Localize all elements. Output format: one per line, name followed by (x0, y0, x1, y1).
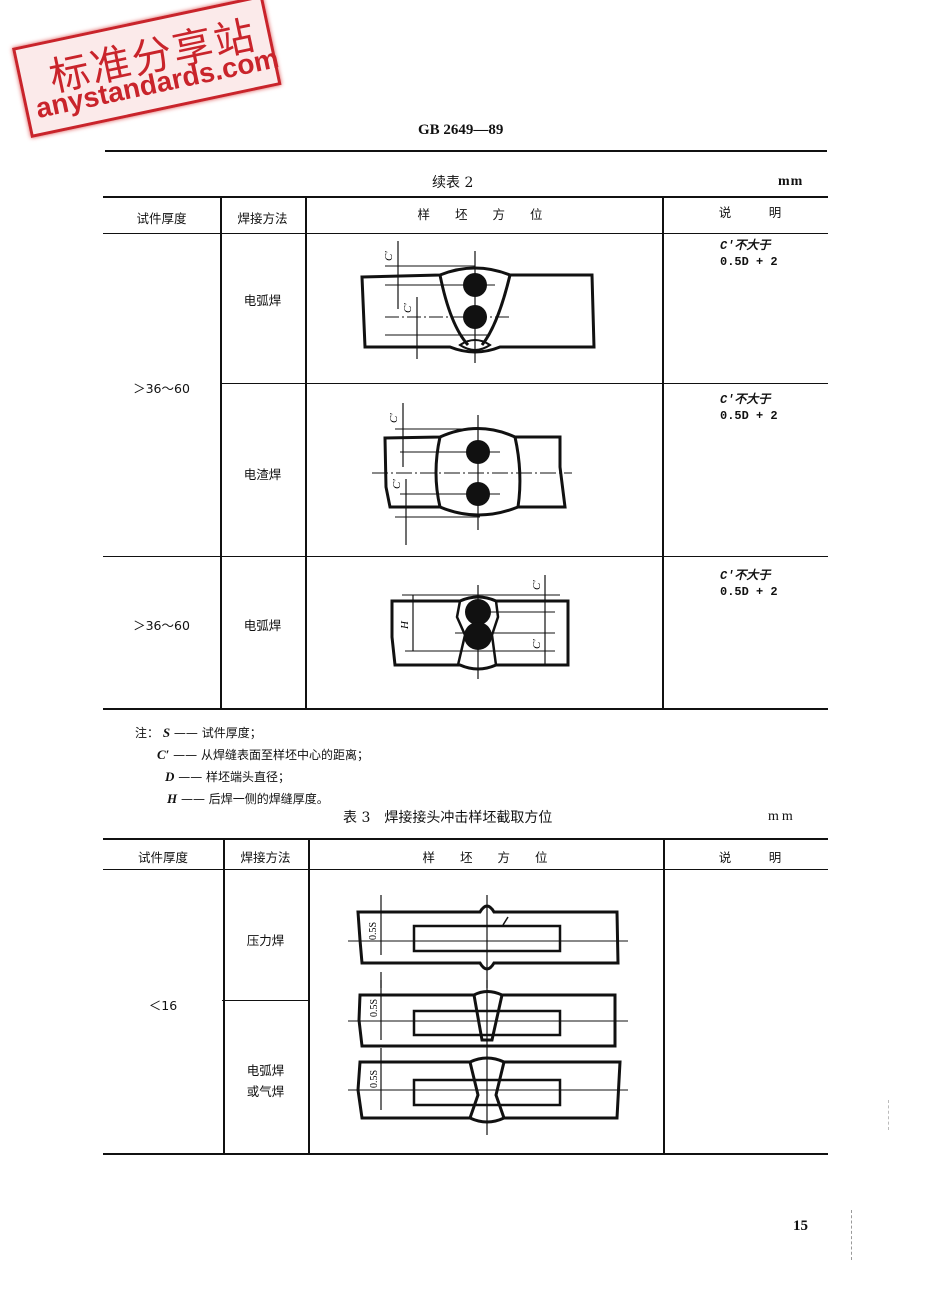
svg-text:C′: C′ (388, 413, 400, 423)
pressure-weld-diagram: 0.5S (348, 895, 628, 988)
svg-text:C′: C′ (391, 479, 403, 489)
table3-bottom-rule (103, 1153, 828, 1155)
table2-col-method: 焊接方法 (237, 211, 288, 226)
note-text: —— 后焊一侧的焊缝厚度。 (180, 792, 329, 806)
note-text: —— 从焊缝表面至样坯中心的距离； (173, 748, 369, 762)
method-line: 或气焊 (246, 1084, 285, 1099)
notes-block: 注： S —— 试件厚度； C′ —— 从焊缝表面至样坯中心的距离； D —— … (135, 722, 369, 810)
table3-col-divider-1 (223, 838, 225, 1153)
table3-row1-rule (222, 1000, 308, 1002)
table2-col-description: 说 明 (718, 205, 782, 220)
table2-method-row2: 电渣焊 (243, 467, 282, 482)
table2-col-divider-1 (220, 196, 222, 708)
watermark-stamp: 标准分享站 anystandards.com (12, 0, 282, 138)
svg-text:H: H (399, 620, 411, 630)
table3-top-rule (103, 838, 828, 840)
table3-caption: 表 3 焊接接头冲击样坯截取方位 (343, 810, 553, 826)
note-text: —— 试件厚度； (173, 726, 262, 740)
arc-weld-h-diagram: H C′ C′ (390, 575, 570, 679)
table3-unit: mm (768, 809, 796, 824)
electroslag-weld-diagram: C′ C′ (372, 403, 572, 545)
note-symbol: C′ (157, 747, 170, 762)
table3-method-row1: 压力焊 (246, 933, 285, 948)
table2-unit: mm (778, 174, 804, 189)
table2-row1-rule (220, 383, 828, 385)
table3-col-method: 焊接方法 (240, 850, 291, 865)
note-item: 注： S —— 试件厚度； (135, 722, 369, 744)
table2-col-divider-3 (662, 196, 664, 708)
standard-code: GB 2649—89 (418, 122, 504, 138)
note-item: H —— 后焊一侧的焊缝厚度。 (135, 788, 369, 810)
svg-text:0.5S: 0.5S (368, 922, 379, 940)
arc-weld-diagram-1: C′ C′ (360, 241, 596, 363)
note-symbol: H (167, 791, 178, 806)
note-line: 0.5D + 2 (720, 409, 778, 423)
table3-col-divider-3 (663, 838, 665, 1153)
notes-prefix: 注： (135, 726, 160, 740)
table2-method-row1: 电弧焊 (243, 293, 282, 308)
table2-header-rule (103, 233, 828, 235)
svg-text:C′: C′ (531, 639, 543, 649)
table2-col-divider-2 (305, 196, 307, 708)
svg-text:0.5S: 0.5S (369, 1070, 380, 1088)
note-symbol: D (165, 769, 175, 784)
note-line: C′不大于 (720, 393, 771, 407)
svg-text:C′: C′ (531, 580, 543, 590)
header-rule (105, 150, 827, 152)
note-line: 0.5D + 2 (720, 585, 778, 599)
table2-top-rule (103, 196, 828, 198)
table3-col-thickness: 试件厚度 (137, 850, 188, 865)
table2-bottom-rule (103, 708, 828, 710)
table2-col-thickness: 试件厚度 (136, 211, 187, 226)
note-line: 0.5D + 2 (720, 255, 778, 269)
table2-thickness-rows-1-2: ＞36～60 (133, 381, 190, 396)
table2-caption: 续表 2 (432, 175, 474, 191)
table3-method-row2: 电弧焊 或气焊 (223, 1060, 308, 1102)
table2-thickness-row3: ＞36～60 (133, 618, 190, 633)
table2-note-row3: C′不大于 0.5D + 2 (720, 568, 778, 600)
note-item: D —— 样坯端头直径； (135, 766, 369, 788)
table3-col-description: 说 明 (718, 850, 782, 865)
note-symbol: S (162, 725, 171, 740)
svg-text:C′: C′ (402, 303, 414, 313)
svg-text:0.5S: 0.5S (369, 999, 380, 1017)
scan-artifact-line (851, 1210, 853, 1260)
note-line: C′不大于 (720, 569, 771, 583)
note-item: C′ —— 从焊缝表面至样坯中心的距离； (135, 744, 369, 766)
note-text: —— 样坯端头直径； (178, 770, 291, 784)
page-number: 15 (793, 1218, 808, 1234)
svg-text:C′: C′ (383, 251, 395, 261)
scan-artifact-line (888, 1100, 890, 1130)
arc-gas-weld-diagram: 0.5S 0.5S (348, 980, 628, 1135)
table2-note-row2: C′不大于 0.5D + 2 (720, 392, 778, 424)
table2-col-position: 样 坯 方 位 (417, 207, 543, 222)
table3-header-rule (103, 869, 828, 871)
table2-note-row1: C′不大于 0.5D + 2 (720, 238, 778, 270)
note-line: C′不大于 (720, 239, 771, 253)
method-line: 电弧焊 (246, 1063, 285, 1078)
table3-col-divider-2 (308, 838, 310, 1153)
table2-method-row3: 电弧焊 (243, 618, 282, 633)
table3-thickness: ＜16 (148, 998, 178, 1013)
table2-row2-rule (103, 556, 828, 558)
table3-col-position: 样 坯 方 位 (422, 850, 548, 865)
